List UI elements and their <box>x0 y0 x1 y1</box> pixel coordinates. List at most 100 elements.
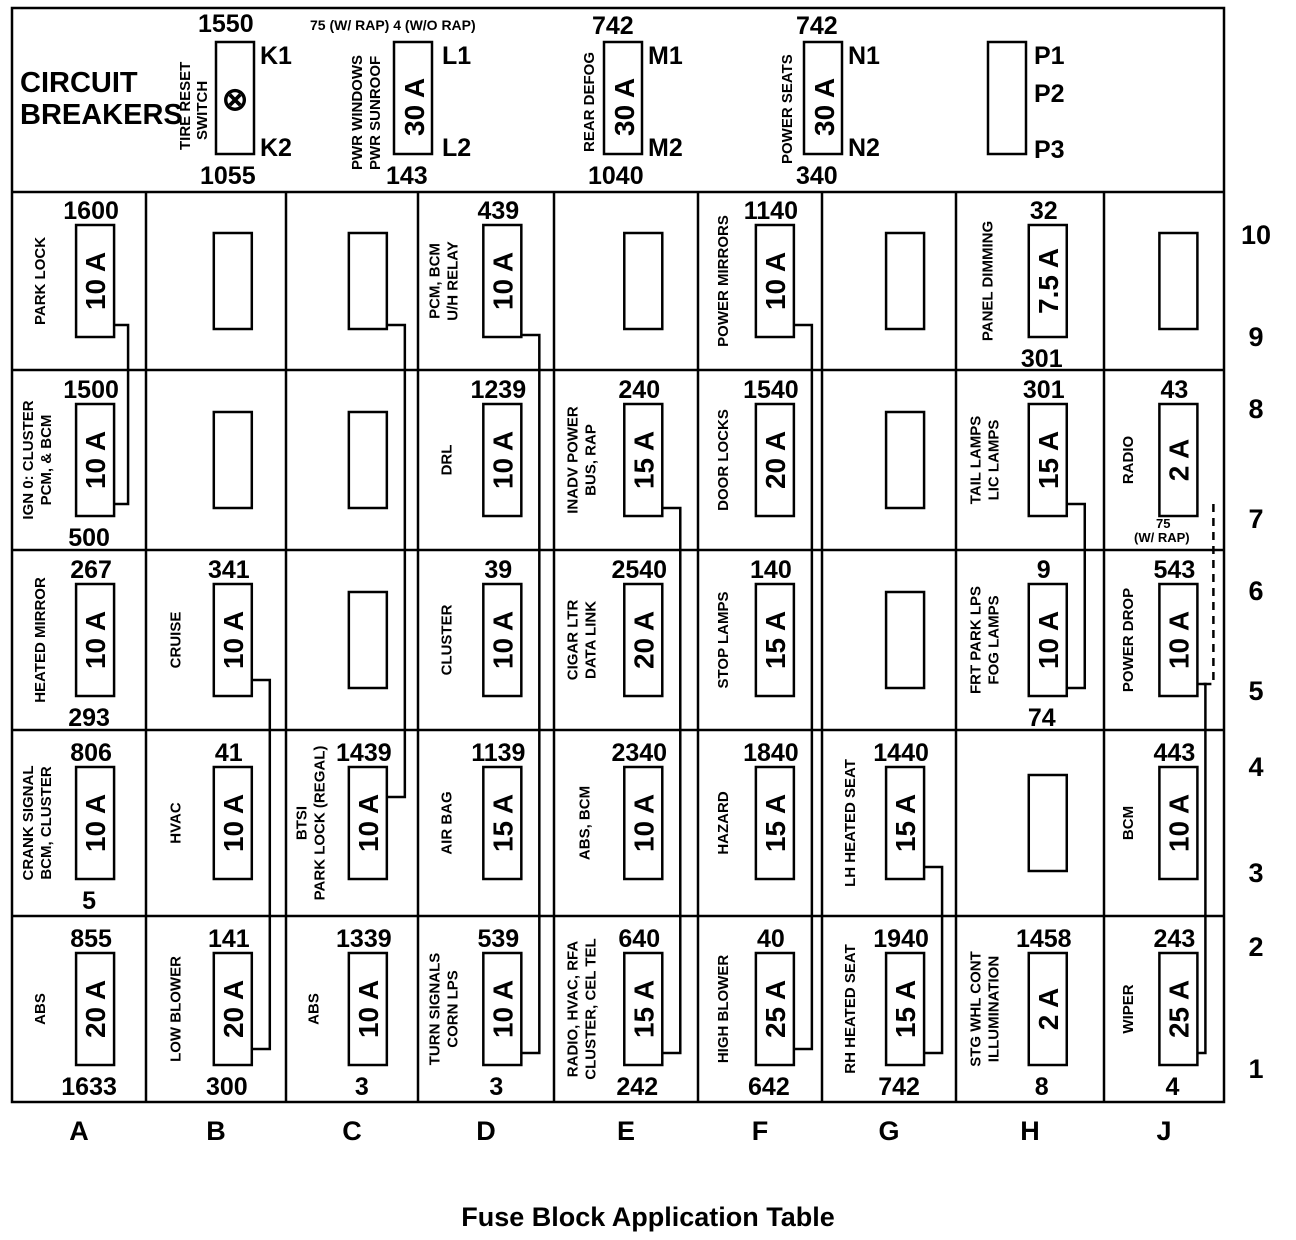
fuse-a8-label-1: IGN 0: CLUSTER <box>20 400 37 519</box>
fuse-d6-label-1: CLUSTER <box>438 604 455 675</box>
fuse-a4-rating: 10 A <box>80 794 111 852</box>
fuse-j4-rating: 10 A <box>1163 794 1194 852</box>
fuse-d8-body <box>482 402 523 518</box>
bus-wire <box>1197 504 1215 686</box>
breaker-n: 742 340 30 A POWER SEATS N1 N2 <box>779 12 880 190</box>
empty-fuse-slot-c8 <box>347 410 389 510</box>
fuse-j4-circuit-top: 443 <box>1154 739 1196 767</box>
fuse-a6-label-1: HEATED MIRROR <box>32 577 49 703</box>
fuse-b4-label-1: HVAC <box>168 802 185 844</box>
breaker-k: 1550 1055 ⊗ TIRE RESET SWITCH K1 K2 <box>177 10 292 190</box>
fuse-f8-label-1: DOOR LOCKS <box>715 409 732 511</box>
empty-fuse-slot-j10 <box>1158 231 1199 331</box>
fuse-a2-label-1: ABS <box>32 993 49 1025</box>
fuse-a10-label-1: PARK LOCK <box>32 237 49 325</box>
row-label-2: 2 <box>1248 932 1263 962</box>
fuse-h10-rating: 7.5 A <box>1033 248 1064 314</box>
fuse-h6-label-1: FRT PARK LPS <box>968 586 985 694</box>
fuse-f10-rating: 10 A <box>760 252 791 310</box>
breaker-n-box <box>802 40 844 156</box>
breaker-n-bottom-num: 340 <box>796 162 838 190</box>
breaker-p: P1 P2 P3 <box>986 40 1065 164</box>
fuse-a2-circuit-bottom: 1633 <box>61 1073 117 1101</box>
fuse-h10-circuit-top: 32 <box>1030 197 1058 225</box>
tire-reset-switch-icon: ⊗ <box>222 81 249 117</box>
fuse-a4-circuit-top: 806 <box>70 739 112 767</box>
breaker-n-top-num: 742 <box>796 12 838 40</box>
fuse-h2-rating: 2 A <box>1033 988 1064 1031</box>
fuse-b4-circuit-top: 41 <box>215 739 243 767</box>
row-label-3: 3 <box>1248 858 1263 888</box>
fuse-j8-rating: 2 A <box>1163 439 1194 482</box>
breaker-l-label-1: PWR WINDOWS <box>349 55 366 170</box>
breaker-m-bottom-num: 1040 <box>588 162 644 190</box>
fuse-h8-circuit-top: 301 <box>1023 376 1065 404</box>
fuse-f4-body <box>754 765 796 881</box>
fuse-a10-rating: 10 A <box>80 252 111 310</box>
fuse-a8-rating: 10 A <box>80 431 111 489</box>
empty-fuse-slot-e10 <box>623 231 664 331</box>
breaker-m-rating: 30 A <box>609 78 640 136</box>
fuse-h2-label-1: STG WHL CONT <box>968 951 985 1067</box>
fuse-f2-rating: 25 A <box>760 980 791 1038</box>
fuse-f6-rating: 15 A <box>760 611 791 669</box>
bus-wires <box>114 323 1215 1055</box>
fuse-f2-label-1: HIGH BLOWER <box>715 955 732 1063</box>
breaker-k-bottom-num: 1055 <box>200 162 256 190</box>
fuse-e2-rating: 15 A <box>628 980 659 1038</box>
breaker-k-label-1: TIRE RESET <box>177 62 194 150</box>
breaker-l: 75 (W/ RAP) 4 (W/O RAP) 143 30 A PWR WIN… <box>310 17 476 190</box>
fuse-b2-circuit-top: 141 <box>208 925 250 953</box>
row-label-4: 4 <box>1248 752 1263 782</box>
fuse-j2-body <box>1158 951 1199 1067</box>
fuse-e6-label-1: CIGAR LTR <box>565 600 582 681</box>
breaker-k-box <box>214 40 256 156</box>
breaker-m-top-num: 742 <box>592 12 634 40</box>
fuse-e6-label-2: DATA LINK <box>583 601 600 679</box>
fuse-g2-label-1: RH HEATED SEAT <box>842 944 859 1073</box>
fuse-f2-circuit-top: 40 <box>757 925 785 953</box>
fuse-j8-body <box>1158 402 1199 518</box>
fuse-j4-label-1: BCM <box>1120 806 1137 840</box>
fuse-f4-rating: 15 A <box>760 794 791 852</box>
fuse-c4-body <box>347 765 389 881</box>
fuse-b2-rating: 20 A <box>218 980 249 1038</box>
breaker-l-note: 75 (W/ RAP) 4 (W/O RAP) <box>310 17 476 33</box>
fuse-h8-label-2: LIC LAMPS <box>986 420 1003 501</box>
bus-wire <box>251 678 272 1051</box>
fuse-d2-body <box>482 951 523 1067</box>
fuse-a8-label-2: PCM, & BCM <box>38 415 55 506</box>
empty-fuse-slot-c10 <box>347 231 389 331</box>
fuse-h10-circuit-bottom: 301 <box>1021 345 1063 373</box>
empty-fuse-slot-g10 <box>884 231 926 331</box>
fuse-a2-rating: 20 A <box>80 980 111 1038</box>
fuse-h2-body <box>1027 951 1069 1067</box>
circuit-breakers-label-2: BREAKERS <box>20 99 183 131</box>
fuse-e6-body <box>623 582 664 698</box>
fuse-e2-body <box>623 951 664 1067</box>
fuse-j2-label-1: WIPER <box>1120 984 1137 1033</box>
column-label-d: D <box>476 1116 496 1146</box>
fuse-a6-body <box>74 582 116 698</box>
fuse-j8-label-1: RADIO <box>1120 436 1137 485</box>
fuse-f6-body <box>754 582 796 698</box>
empty-fuse-slot-b10 <box>212 231 254 331</box>
fuse-c2-circuit-top: 1339 <box>336 925 392 953</box>
breaker-n-rating: 30 A <box>809 78 840 136</box>
fuse-h6-rating: 10 A <box>1033 611 1064 669</box>
fuse-grid <box>12 192 1224 1102</box>
fuse-j6-circuit-top: 543 <box>1154 556 1196 584</box>
breaker-k-top-num: 1550 <box>198 10 254 38</box>
